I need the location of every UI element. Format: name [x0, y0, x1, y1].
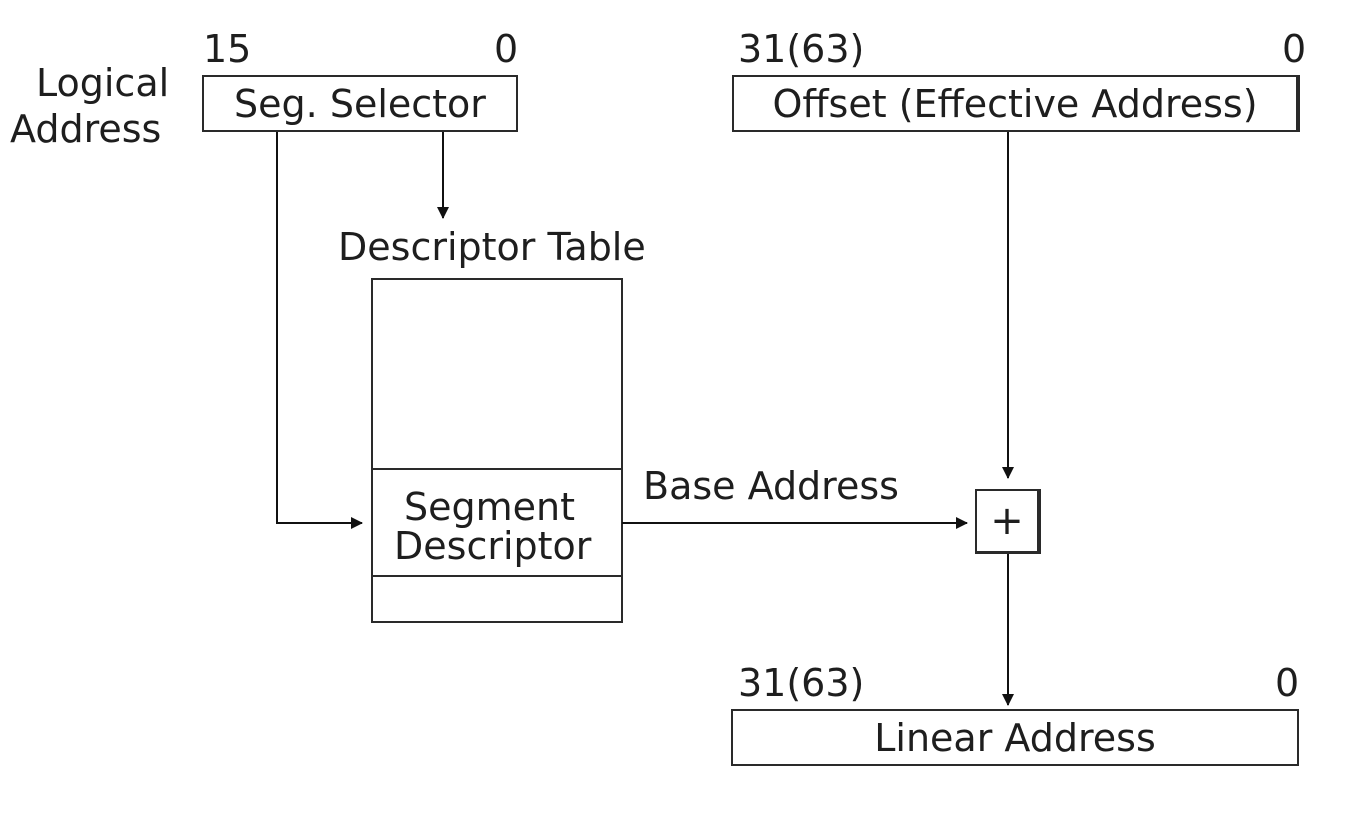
linear-bit-high: 31(63) — [738, 661, 865, 705]
offset-bit-high: 31(63) — [738, 27, 865, 71]
linear-bit-low: 0 — [1275, 661, 1300, 705]
arrow-selector-to-descriptor — [276, 131, 363, 529]
adder-box: + — [975, 489, 1041, 554]
descriptor-table-frame — [371, 278, 623, 623]
offset-label: Offset (Effective Address) — [772, 81, 1258, 126]
selector-bit-low: 0 — [494, 27, 519, 71]
offset-bit-low: 0 — [1282, 27, 1307, 71]
logical-address-label-line2: Address — [10, 107, 162, 151]
segment-descriptor-line2: Descriptor — [394, 524, 592, 568]
logical-address-label-line1: Logical — [36, 61, 170, 105]
linear-address-label: Linear Address — [874, 715, 1156, 760]
segment-descriptor-line1: Segment — [404, 485, 575, 529]
linear-address-box: Linear Address — [731, 709, 1299, 766]
selector-bit-high: 15 — [203, 27, 252, 71]
adder-symbol: + — [990, 498, 1024, 544]
descriptor-table-title: Descriptor Table — [338, 225, 646, 269]
segment-selector-box: Seg. Selector — [202, 75, 518, 132]
offset-box: Offset (Effective Address) — [732, 75, 1300, 132]
segment-selector-label: Seg. Selector — [234, 81, 486, 126]
base-address-label: Base Address — [643, 464, 899, 508]
